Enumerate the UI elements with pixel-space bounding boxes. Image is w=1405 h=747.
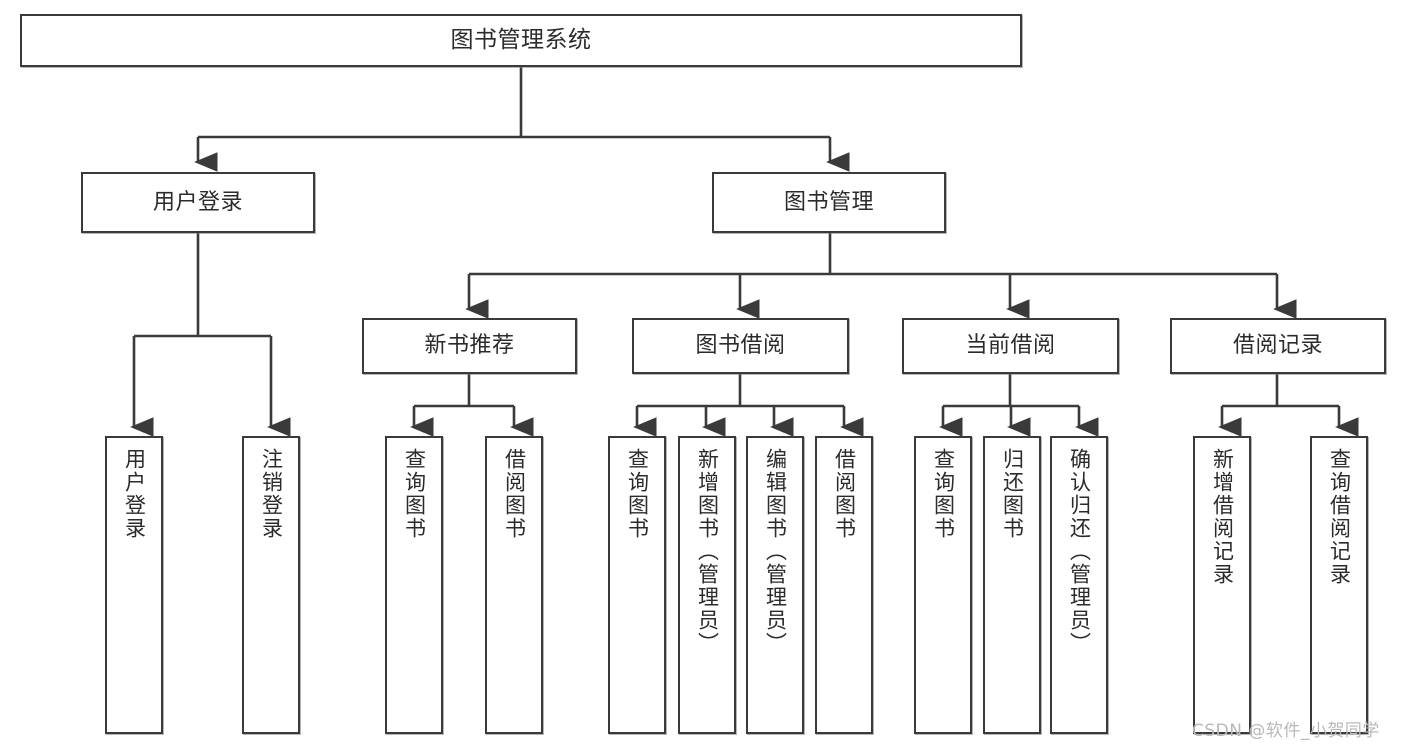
node-label: 新增借阅记录 (1210, 448, 1235, 586)
node-book-manage[interactable]: 图书管理 (712, 172, 946, 233)
leaf-confirm-return-admin[interactable]: 确认归还（管理员） (1050, 436, 1108, 734)
node-label: 借阅记录 (1232, 333, 1323, 359)
leaf-query-book-1[interactable]: 查询图书 (385, 436, 443, 734)
node-label: 编辑图书（管理员） (763, 448, 788, 655)
leaf-edit-book-admin[interactable]: 编辑图书（管理员） (746, 436, 804, 734)
node-label: 查询图书 (931, 448, 956, 540)
node-label: 用户登录 (152, 189, 243, 215)
node-label: 借阅图书 (502, 448, 527, 540)
leaf-borrow-book-2[interactable]: 借阅图书 (815, 436, 873, 734)
node-book-borrow[interactable]: 图书借阅 (632, 318, 849, 374)
node-label: 当前借阅 (965, 333, 1056, 359)
node-label: 查询图书 (625, 448, 650, 540)
node-user-login[interactable]: 用户登录 (81, 172, 315, 233)
csdn-watermark: CSDN @软件_小贺同学 (1192, 721, 1380, 741)
node-label: 图书管理 (783, 189, 874, 215)
node-label: 归还图书 (1000, 448, 1025, 540)
node-label: 注销登录 (259, 448, 284, 540)
node-current-borrow[interactable]: 当前借阅 (902, 318, 1119, 374)
leaf-logout-login[interactable]: 注销登录 (242, 436, 300, 734)
node-borrow-record[interactable]: 借阅记录 (1170, 318, 1386, 374)
leaf-user-login[interactable]: 用户登录 (105, 436, 163, 734)
leaf-query-book-2[interactable]: 查询图书 (608, 436, 666, 734)
node-label: 新增图书（管理员） (695, 448, 720, 655)
node-label: 查询图书 (402, 448, 427, 540)
node-label: 图书借阅 (695, 333, 786, 359)
node-label: 新书推荐 (424, 333, 515, 359)
node-root-system[interactable]: 图书管理系统 (20, 14, 1022, 67)
leaf-query-borrow-record[interactable]: 查询借阅记录 (1310, 436, 1368, 734)
leaf-return-book[interactable]: 归还图书 (983, 436, 1041, 734)
node-label: 图书管理系统 (450, 26, 592, 53)
leaf-add-book-admin[interactable]: 新增图书（管理员） (678, 436, 736, 734)
leaf-add-borrow-record[interactable]: 新增借阅记录 (1193, 436, 1251, 734)
node-new-book-recommend[interactable]: 新书推荐 (362, 318, 577, 374)
leaf-query-book-3[interactable]: 查询图书 (914, 436, 972, 734)
leaf-borrow-book-1[interactable]: 借阅图书 (485, 436, 543, 734)
node-label: 查询借阅记录 (1327, 448, 1352, 586)
node-label: 确认归还（管理员） (1067, 448, 1092, 655)
node-label: 借阅图书 (832, 448, 857, 540)
node-label: 用户登录 (122, 448, 147, 540)
